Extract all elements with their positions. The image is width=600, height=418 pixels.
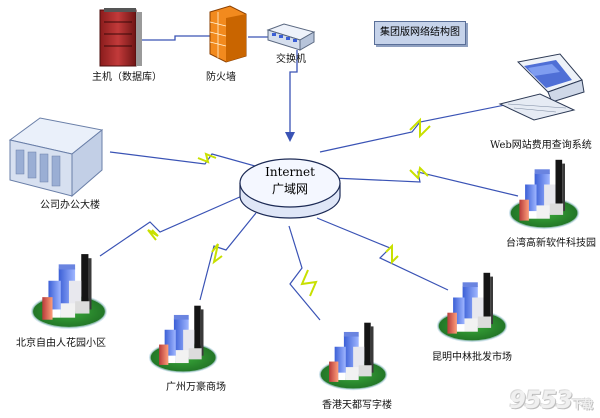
spoke-lines [99,103,519,321]
hongkong-label: 香港天都写字楼 [322,400,392,411]
guangzhou-mall-building-icon [148,304,218,374]
watermark-sub: 下载 [572,398,593,411]
hongkong-office-building-icon [318,321,388,391]
server-icon [99,8,142,67]
guangzhou-label: 广州万豪商场 [166,382,226,393]
beijing-label: 北京自由人花园小区 [16,338,106,349]
center-line1: Internet [265,165,315,179]
diagram-title: 集团版网络结构图 [374,21,466,45]
watermark-logo: 9553下载 [509,386,593,414]
web-label: Web网站费用查询系统 [490,140,592,151]
office-building-icon [8,117,104,198]
watermark-main: 9553 [509,386,573,414]
firewall-icon [209,5,247,63]
kunming-label: 昆明中林批发市场 [432,352,512,363]
arrowhead [285,132,295,142]
backbone-lines [142,35,298,138]
wireless-links [147,117,431,297]
office-label: 公司办公大楼 [40,200,100,211]
internet-cloud [239,158,341,219]
switch-label: 交换机 [276,54,306,65]
kunming-market-building-icon [436,271,508,343]
switch-icon [266,23,316,51]
host-label: 主机（数据库） [92,72,162,83]
taiwan-park-building-icon [508,158,580,230]
beijing-community-building-icon [30,253,107,329]
computer-icon [498,53,585,121]
firewall-label: 防火墙 [206,72,236,83]
center-line2: 广域网 [271,182,308,196]
taiwan-label: 台湾高新软件科技园 [506,238,596,249]
